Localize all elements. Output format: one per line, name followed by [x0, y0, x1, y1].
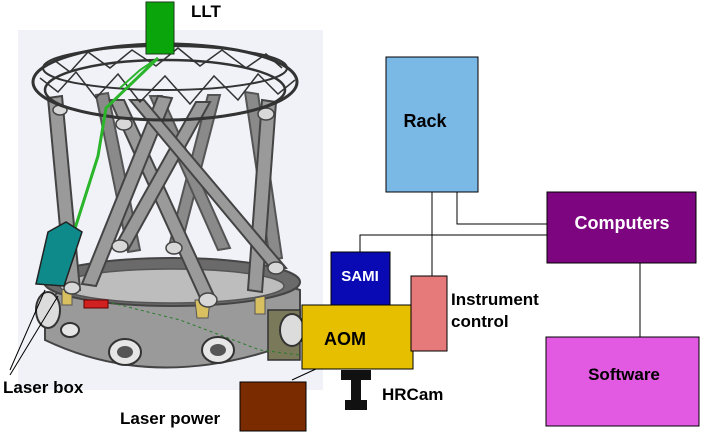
- aom-label: AOM: [324, 329, 366, 349]
- sami-box: [330, 251, 391, 307]
- laser-box-label: Laser box: [3, 378, 84, 397]
- sami-label: SAMI: [341, 268, 379, 285]
- rack-box: [385, 56, 479, 193]
- instrument-control-label-line1: Instrument: [451, 290, 539, 309]
- laser-power-label: Laser power: [120, 409, 221, 428]
- computers-block: Computers: [546, 191, 697, 264]
- llt-box: [145, 1, 175, 55]
- laser-power-box: [239, 381, 307, 432]
- computers-box: [546, 191, 697, 264]
- instrument-control-block: [410, 275, 448, 352]
- laser-box-unit: [35, 221, 83, 287]
- hrcam-label: HRCam: [382, 385, 443, 404]
- telescope-illustration: [18, 1, 323, 390]
- hrcam-stem: [351, 380, 361, 400]
- connection-lines: [9, 192, 641, 381]
- software-box: [545, 336, 700, 427]
- hrcam-top: [341, 370, 371, 380]
- computers-label: Computers: [574, 213, 669, 233]
- rack-block: Rack: [385, 56, 479, 193]
- aom-block: AOM: [301, 304, 414, 370]
- software-label: Software: [588, 365, 660, 384]
- software-block: Software: [545, 336, 700, 427]
- rack-label: Rack: [403, 111, 447, 131]
- instrument-control-box: [410, 275, 448, 352]
- hrcam-block: [341, 370, 371, 410]
- hrcam-base: [345, 400, 367, 410]
- sami-block: SAMI: [330, 251, 391, 307]
- llt-label: LLT: [191, 2, 222, 21]
- laser-power-block: [239, 381, 307, 432]
- aom-box: [301, 304, 414, 370]
- llt-beam-path: [70, 56, 160, 239]
- instrument-control-label-line2: control: [451, 312, 509, 331]
